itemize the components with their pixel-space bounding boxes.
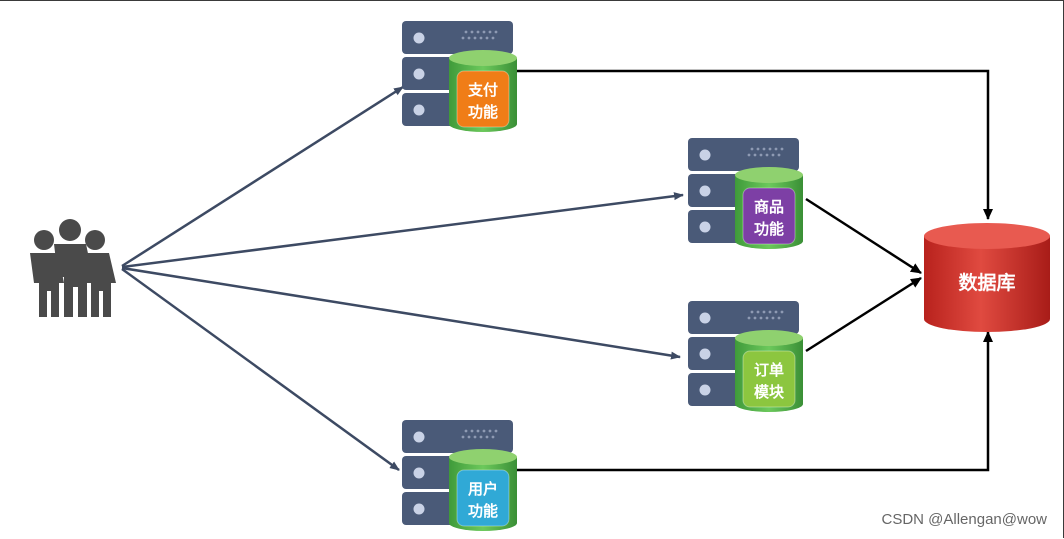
db-arrows — [517, 69, 993, 472]
watermark: CSDN @Allengan@wow — [881, 511, 1047, 528]
service-label-line1: 订单 — [754, 361, 784, 379]
arrow-users-to-user — [121, 267, 400, 472]
users-group-icon — [30, 219, 116, 317]
service-label-line1: 商品 — [754, 198, 784, 216]
service-label-tile — [742, 350, 796, 408]
arrow-user-to-db — [517, 331, 993, 472]
database-label: 数据库 — [958, 271, 1015, 294]
arrow-payment-to-db — [517, 69, 993, 220]
service-label-tile — [456, 469, 510, 527]
user-arrows — [121, 85, 684, 472]
service-label-line2: 模块 — [754, 383, 785, 401]
arrow-users-to-payment — [121, 85, 404, 268]
service-label-line2: 功能 — [468, 103, 498, 121]
service-label-tile — [456, 70, 510, 128]
arrow-users-to-order — [121, 266, 681, 360]
arrow-order-to-db — [805, 276, 922, 353]
service-label-line2: 功能 — [754, 220, 784, 238]
service-label-line1: 用户 — [468, 480, 498, 498]
arrow-product-to-db — [805, 197, 922, 275]
service-label-tile — [742, 187, 796, 245]
service-label-line2: 功能 — [468, 502, 498, 520]
database-cylinder: 数据库 — [924, 223, 1050, 332]
arrow-users-to-product — [121, 192, 684, 269]
service-label-line1: 支付 — [467, 81, 498, 99]
